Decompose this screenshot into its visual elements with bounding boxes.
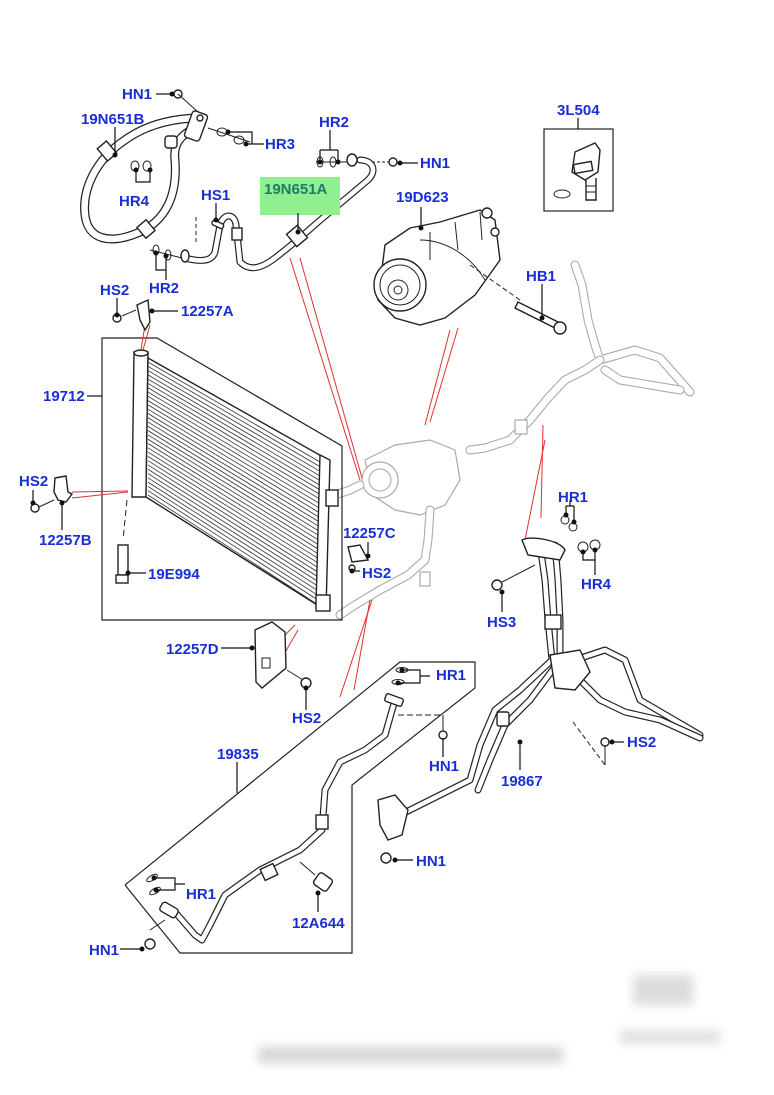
label-19n651a[interactable]: 19N651A bbox=[264, 181, 328, 198]
label-hn1-bottom[interactable]: HN1 bbox=[89, 942, 119, 959]
label-hr2-left[interactable]: HR2 bbox=[149, 280, 179, 297]
condenser-fin bbox=[147, 451, 321, 560]
label-hs1[interactable]: HS1 bbox=[201, 187, 230, 204]
blurred-watermark bbox=[258, 975, 720, 1063]
label-19712[interactable]: 19712 bbox=[43, 388, 85, 405]
label-hn1-top[interactable]: HN1 bbox=[122, 86, 152, 103]
bolt-hs3[interactable] bbox=[491, 564, 536, 591]
condenser-fin bbox=[147, 417, 321, 523]
condenser-fins bbox=[147, 361, 321, 607]
callout-labels: HN1 19N651B HR3 HR4 HR2 HN1 HS1 19N651A … bbox=[19, 86, 656, 959]
label-12257c[interactable]: 12257C bbox=[343, 525, 396, 542]
condenser-fin bbox=[147, 374, 321, 477]
label-hs2-d[interactable]: HS2 bbox=[292, 710, 321, 727]
condenser-fin bbox=[147, 430, 321, 537]
condenser-fin bbox=[147, 365, 321, 467]
condenser-fin bbox=[147, 370, 321, 472]
label-19n651b[interactable]: 19N651B bbox=[81, 111, 145, 128]
label-hr4-right[interactable]: HR4 bbox=[581, 576, 612, 593]
label-12257b[interactable]: 12257B bbox=[39, 532, 92, 549]
pressure-switch-3l504[interactable] bbox=[543, 128, 614, 212]
leader-lines bbox=[30, 91, 624, 952]
label-hr3[interactable]: HR3 bbox=[265, 136, 295, 153]
compressor-19d623[interactable] bbox=[373, 207, 521, 326]
label-hr4-top[interactable]: HR4 bbox=[119, 193, 150, 210]
nut-hn1-right[interactable] bbox=[372, 157, 398, 167]
pressure-sensor-12a644[interactable] bbox=[299, 861, 334, 892]
bolt-hs2-e[interactable] bbox=[572, 721, 610, 766]
label-12257d[interactable]: 12257D bbox=[166, 641, 219, 658]
label-hn1-right[interactable]: HN1 bbox=[420, 155, 450, 172]
condenser-fin bbox=[147, 413, 321, 519]
label-hn1-mid[interactable]: HN1 bbox=[429, 758, 459, 775]
reference-lines bbox=[71, 257, 546, 698]
hose-19n651a[interactable] bbox=[180, 153, 377, 272]
label-hr2-top[interactable]: HR2 bbox=[319, 114, 349, 131]
label-hs2-e[interactable]: HS2 bbox=[627, 734, 656, 751]
bracket-12257b[interactable] bbox=[53, 475, 74, 503]
label-19d623[interactable]: 19D623 bbox=[396, 189, 449, 206]
label-hr1-right[interactable]: HR1 bbox=[558, 489, 588, 506]
label-hr1-mid[interactable]: HR1 bbox=[436, 667, 466, 684]
condenser-fin bbox=[147, 464, 321, 574]
label-12257a[interactable]: 12257A bbox=[181, 303, 234, 320]
condenser-fin bbox=[147, 490, 321, 602]
condenser-fin bbox=[147, 391, 321, 495]
condenser-frame bbox=[101, 337, 343, 621]
condenser-fin bbox=[147, 481, 321, 593]
condenser-fin bbox=[147, 438, 321, 546]
bolt-hs1[interactable] bbox=[195, 217, 225, 242]
bracket-12257a[interactable] bbox=[136, 298, 151, 332]
condenser-fin bbox=[147, 494, 321, 607]
condenser-fin bbox=[147, 460, 321, 570]
condenser-fin bbox=[147, 387, 321, 491]
condenser-fin bbox=[147, 443, 321, 551]
condenser-fin bbox=[147, 383, 321, 486]
condenser-fin bbox=[147, 456, 321, 565]
condenser-fin bbox=[147, 400, 321, 505]
liquid-line-frame bbox=[124, 661, 476, 954]
label-hr1-low[interactable]: HR1 bbox=[186, 886, 216, 903]
hose-19n651b[interactable] bbox=[80, 110, 209, 244]
nut-hn1-top[interactable] bbox=[173, 89, 199, 113]
condenser-fin bbox=[147, 434, 321, 542]
condenser-fin bbox=[147, 473, 321, 584]
label-hs2-b[interactable]: HS2 bbox=[19, 473, 48, 490]
condenser-fin bbox=[147, 404, 321, 509]
label-hs3[interactable]: HS3 bbox=[487, 614, 516, 631]
drier-19e994[interactable] bbox=[115, 499, 129, 584]
condenser-fin bbox=[147, 421, 321, 528]
label-3l504[interactable]: 3L504 bbox=[557, 102, 600, 119]
nut-hn1-low[interactable] bbox=[380, 852, 392, 864]
condenser-fin bbox=[147, 408, 321, 514]
highlight-box bbox=[260, 177, 340, 215]
label-hn1-low[interactable]: HN1 bbox=[416, 853, 446, 870]
ghost-assembly-view bbox=[330, 260, 695, 620]
condenser-fin bbox=[147, 361, 321, 463]
label-12a644[interactable]: 12A644 bbox=[292, 915, 345, 932]
liquid-line-19835[interactable] bbox=[159, 693, 404, 944]
bracket-12257d[interactable] bbox=[254, 621, 312, 689]
condenser-19712[interactable] bbox=[131, 349, 339, 612]
hose-assembly-19867[interactable] bbox=[377, 537, 704, 841]
o-ring-hr3[interactable] bbox=[207, 127, 251, 145]
label-hs2-c[interactable]: HS2 bbox=[362, 565, 391, 582]
condenser-fin bbox=[147, 447, 321, 556]
label-19e994[interactable]: 19E994 bbox=[148, 566, 200, 583]
bolt-hs2-b[interactable] bbox=[30, 499, 55, 513]
condenser-fin bbox=[147, 468, 321, 579]
nut-hn1-mid[interactable] bbox=[398, 714, 448, 740]
condenser-fin bbox=[147, 426, 321, 533]
label-19867[interactable]: 19867 bbox=[501, 773, 543, 790]
condenser-fin bbox=[147, 477, 321, 588]
label-hb1[interactable]: HB1 bbox=[526, 268, 556, 285]
label-hs2-a[interactable]: HS2 bbox=[100, 282, 129, 299]
bolt-hb1[interactable] bbox=[514, 301, 567, 335]
condenser-fin bbox=[147, 395, 321, 500]
nut-hn1-bottom[interactable] bbox=[144, 919, 166, 950]
condenser-fin bbox=[147, 378, 321, 481]
label-19835[interactable]: 19835 bbox=[217, 746, 259, 763]
condenser-fin bbox=[147, 486, 321, 598]
